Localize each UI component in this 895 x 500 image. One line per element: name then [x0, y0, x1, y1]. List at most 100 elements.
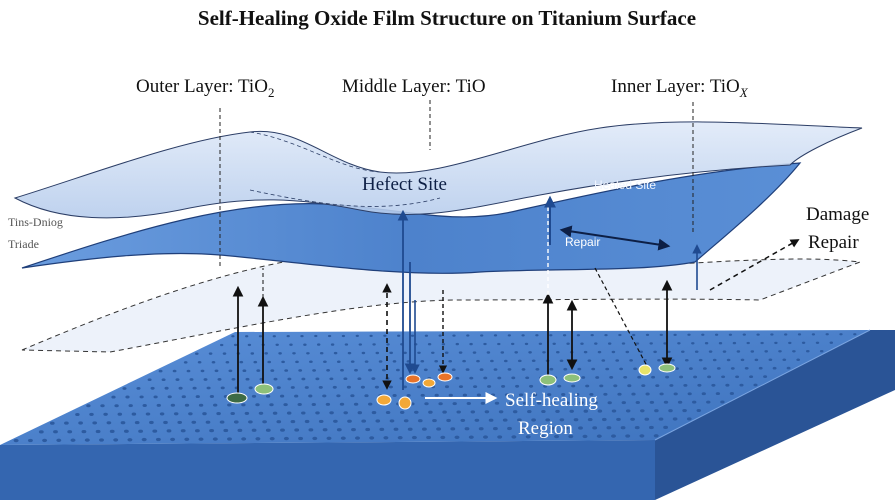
substrate-dot — [493, 426, 498, 431]
substrate-dot — [497, 342, 501, 346]
substrate-dot — [815, 341, 820, 344]
particle-yellow-green — [638, 364, 652, 376]
substrate-dot — [167, 395, 172, 399]
diagram-title: Self-Healing Oxide Film Structure on Tit… — [198, 6, 696, 30]
substrate-dot — [454, 435, 460, 439]
substrate-dot — [735, 375, 740, 379]
substrate-dot — [621, 342, 626, 345]
substrate-dot — [166, 429, 172, 433]
substrate-dot — [744, 366, 749, 370]
substrate-dot — [393, 427, 399, 431]
substrate-dot — [675, 367, 679, 370]
middle-layer-label: Middle Layer: TiO — [342, 76, 486, 97]
substrate-dot — [645, 333, 650, 337]
substrate-dot — [531, 359, 536, 363]
substrate-dot — [184, 403, 190, 407]
substrate-dot — [711, 383, 716, 387]
substrate-dot — [490, 359, 494, 363]
substrate-front-face — [0, 440, 655, 500]
self-healing-line1: Self-healing — [505, 390, 598, 411]
substrate-dot — [659, 333, 663, 337]
particle-orange — [398, 396, 412, 410]
substrate-dot — [389, 351, 393, 355]
substrate-dot — [455, 376, 460, 380]
substrate-dot — [466, 402, 471, 405]
substrate-dot — [718, 342, 723, 345]
substrate-dot — [651, 375, 656, 379]
substrate-dot — [298, 436, 304, 441]
substrate-dot — [138, 429, 144, 433]
substrate-dot — [432, 419, 437, 423]
substrate-dot — [595, 376, 600, 379]
substrate-dot — [853, 333, 857, 336]
substrate-dot — [444, 385, 450, 389]
substrate-dot — [654, 409, 659, 413]
substrate-dot — [308, 428, 314, 432]
substrate-dot — [192, 386, 197, 390]
substrate-dot — [681, 350, 685, 353]
substrate-dot — [518, 393, 524, 397]
substrate-dot — [406, 393, 411, 397]
substrate-dot — [298, 369, 303, 372]
titanium-substrate — [0, 329, 895, 500]
substrate-dot — [278, 352, 282, 355]
substrate-dot — [267, 360, 272, 364]
substrate-dot — [590, 333, 594, 337]
substrate-dot — [237, 428, 243, 433]
substrate-dot — [497, 435, 503, 439]
substrate-dot — [295, 360, 299, 364]
substrate-dot — [456, 410, 461, 414]
substrate-dot — [451, 368, 456, 372]
substrate-dot — [438, 334, 442, 337]
substrate-dot — [504, 393, 510, 397]
substrate-dot — [687, 333, 691, 336]
substrate-dot — [248, 420, 253, 424]
substrate-dot — [597, 409, 603, 413]
substrate-dot — [227, 403, 232, 407]
substrate-dot — [355, 334, 359, 338]
substrate-dot — [649, 425, 654, 430]
substrate-dot — [403, 419, 409, 423]
substrate-dot — [233, 343, 238, 347]
substrate-dot — [434, 360, 439, 363]
substrate-dot — [594, 342, 598, 345]
substrate-dot — [379, 427, 385, 432]
substrate-dot — [493, 368, 498, 371]
substrate-dot — [619, 367, 624, 371]
substrate-dot — [452, 402, 457, 406]
substrate-dot — [512, 410, 518, 414]
substrate-dot — [417, 351, 421, 355]
substrate-dot — [127, 438, 133, 442]
inner-layer-label: Inner Layer: TiOX — [611, 76, 749, 100]
substrate-dot — [265, 428, 271, 432]
substrate-dot — [395, 368, 400, 372]
substrate-dot — [669, 384, 674, 387]
substrate-dot — [84, 438, 90, 442]
substrate-dot — [200, 369, 205, 373]
substrate-dot — [597, 350, 602, 354]
substrate-dot — [153, 395, 158, 399]
substrate-dot — [428, 410, 433, 414]
damage-repair-arrow — [709, 239, 800, 291]
substrate-dot — [436, 427, 441, 431]
substrate-dot — [290, 420, 296, 424]
substrate-dot — [283, 403, 288, 407]
substrate-dot — [124, 429, 129, 433]
substrate-dot — [364, 394, 369, 398]
particle-green — [539, 374, 557, 386]
substrate-dot — [627, 384, 632, 388]
defect-site-label: Hefect Site — [362, 174, 447, 195]
substrate-dot — [114, 404, 119, 408]
substrate-dot — [545, 418, 551, 422]
particle-green — [563, 373, 581, 383]
substrate-dot — [714, 333, 719, 336]
substrate-dot — [375, 419, 381, 423]
substrate-dot — [245, 335, 249, 338]
substrate-dot — [671, 358, 675, 362]
substrate-dot — [615, 359, 620, 362]
substrate-dot — [283, 436, 289, 441]
substrate-dot — [269, 403, 274, 407]
substrate-dot — [525, 376, 530, 380]
healed-site-label: Healed Site — [594, 178, 656, 192]
substrate-dot — [764, 350, 768, 353]
